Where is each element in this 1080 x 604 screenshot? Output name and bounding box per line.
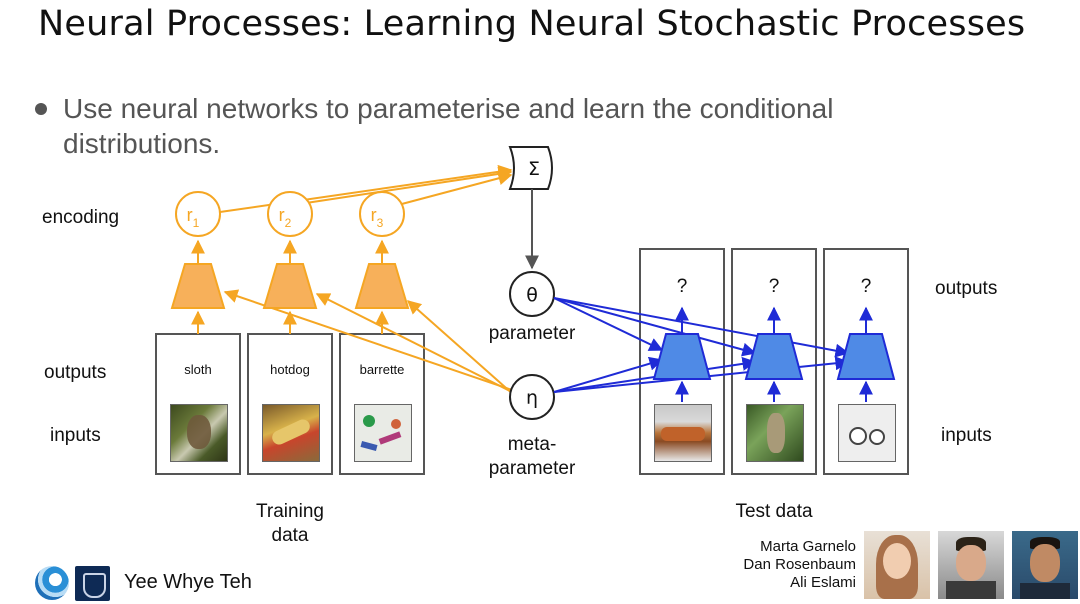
encoder-network-1 (170, 263, 226, 309)
author-name: Dan Rosenbaum (743, 556, 856, 573)
test-output-unknown: ? (769, 276, 780, 297)
bullet-text: Use neural networks to parameterise and … (63, 93, 834, 159)
encoding-node-r1: r1 (175, 191, 221, 237)
barrette-photo (354, 404, 412, 462)
test-data-caption: Test data (735, 501, 813, 522)
test-output-unknown: ? (677, 276, 688, 297)
svg-text:r1: r1 (187, 205, 200, 230)
decoder-network-1 (652, 333, 712, 380)
author-name: Ali Eslami (790, 574, 856, 591)
inputs-row-label-left: inputs (50, 425, 101, 446)
encoding-row-label: encoding (42, 207, 119, 228)
theta-node (509, 271, 555, 317)
theta-symbol: θ (526, 284, 538, 306)
aggregator-symbol: Σ (528, 158, 540, 180)
author-list: Marta Garnelo Dan Rosenbaum Ali Eslami (700, 538, 856, 592)
eta-symbol: η (526, 387, 538, 409)
svg-text:r3: r3 (371, 205, 384, 230)
inputs-row-label-right: inputs (941, 425, 992, 446)
training-output-label: hotdog (270, 362, 310, 377)
aggregator-node (508, 146, 553, 190)
encoding-node-r2: r2 (267, 191, 313, 237)
outputs-row-label-right: outputs (935, 278, 997, 299)
parameter-label: parameter (489, 323, 576, 344)
hotdog-photo (654, 404, 712, 462)
outputs-row-label-left: outputs (44, 362, 106, 383)
deepmind-logo (35, 566, 69, 600)
meta-parameter-label-line1: meta- (508, 434, 557, 455)
sloth-photo (746, 404, 804, 462)
encoding-node-r3: r3 (359, 191, 405, 237)
barrette-photo (838, 404, 896, 462)
test-box-2 (731, 248, 817, 475)
hotdog-photo (262, 404, 320, 462)
svg-text:r2: r2 (279, 205, 292, 230)
meta-parameter-label-line2: parameter (489, 458, 576, 479)
decoder-network-3 (836, 333, 896, 380)
encoder-network-3 (354, 263, 410, 309)
author-name: Marta Garnelo (760, 538, 856, 555)
author-photo-2 (938, 531, 1004, 599)
encoder-network-2 (262, 263, 318, 309)
training-data-caption-line1: Training (256, 501, 324, 522)
test-box-1 (639, 248, 725, 475)
oxford-crest-logo (75, 566, 110, 601)
eta-node (509, 374, 555, 420)
slide-title: Neural Processes: Learning Neural Stocha… (38, 4, 1026, 44)
training-data-caption-line2: data (272, 525, 309, 546)
presenter-name: Yee Whye Teh (124, 571, 252, 593)
decoder-network-2 (744, 333, 804, 380)
training-output-label: sloth (184, 362, 211, 377)
test-box-3 (823, 248, 909, 475)
bullet-point-icon (35, 103, 47, 115)
test-output-unknown: ? (861, 276, 872, 297)
author-photo-1 (864, 531, 930, 599)
sloth-photo (170, 404, 228, 462)
author-photo-3 (1012, 531, 1078, 599)
training-output-label: barrette (360, 362, 405, 377)
